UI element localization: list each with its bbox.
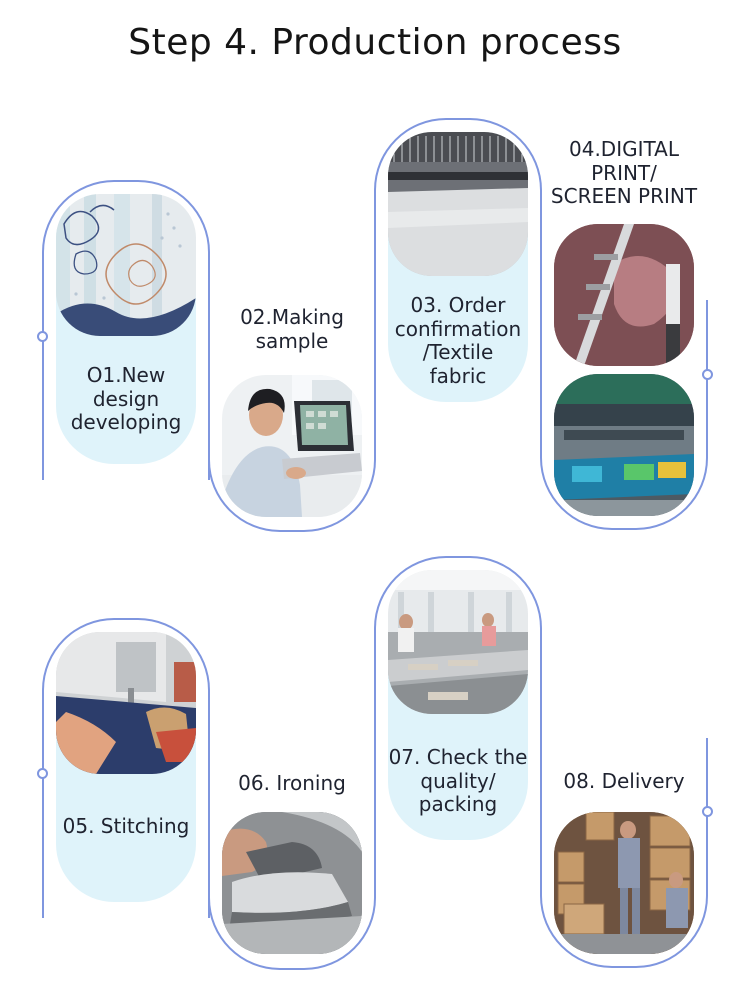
step-6-outline	[208, 798, 376, 970]
step-5-label: 05. Stitching	[62, 814, 190, 838]
connector-dot	[702, 806, 713, 817]
factory-floor-image	[388, 570, 528, 714]
textile-loom-image	[388, 132, 528, 276]
printing-machine-image-2	[554, 374, 694, 516]
step-6-label: 06. Ironing	[238, 771, 346, 795]
designer-at-laptop-image	[222, 375, 362, 517]
printing-machine-image-1	[554, 224, 694, 366]
step-4-outline	[540, 300, 708, 530]
iron-image	[222, 812, 362, 954]
connector-dot	[37, 768, 48, 779]
warehouse-boxes-image	[554, 812, 694, 954]
page-title: Step 4. Production process	[128, 22, 622, 63]
step-8-outline	[540, 738, 708, 968]
sewing-machine-image	[56, 632, 196, 774]
step-1-outline	[42, 180, 210, 480]
step-8-label: 08. Delivery	[563, 769, 685, 793]
step-2-outline	[208, 360, 376, 532]
connector-dot	[702, 369, 713, 380]
connector-dot	[37, 331, 48, 342]
step-7-outline	[374, 556, 542, 856]
floral-pattern-design-image	[56, 194, 196, 336]
step-3-outline	[374, 118, 542, 418]
